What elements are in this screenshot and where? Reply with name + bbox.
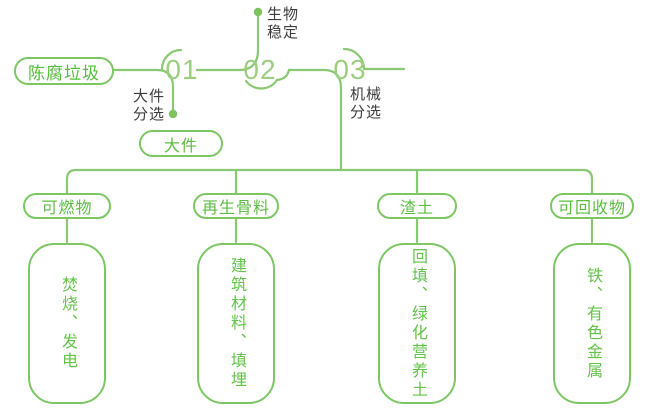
- category-pill-combustibles: 可燃物: [23, 193, 111, 219]
- dot-bulky: [168, 109, 178, 119]
- step-label-bio-stabilize: 生物 稳定: [267, 6, 300, 41]
- result-box-building-materials: 建筑材料、填埋: [197, 243, 275, 404]
- dot-bio: [253, 7, 263, 17]
- category-pill-slag-soil: 渣土: [377, 193, 457, 219]
- step-number-2: 02: [243, 54, 277, 85]
- flow-line-02-up: [237, 14, 260, 72]
- dot-group: [168, 7, 263, 119]
- flow-line-02-to-branch: [244, 68, 343, 172]
- flow-line-group: [65, 14, 594, 244]
- arc-over-01: [160, 48, 183, 71]
- branch-rail: [65, 168, 594, 196]
- category-pill-recycled-aggregate: 再生骨料: [193, 193, 279, 219]
- result-box-metals: 铁、有色金属: [553, 243, 631, 404]
- flow-line-03-out: [342, 47, 406, 71]
- output-node-bulky: 大件: [139, 130, 223, 157]
- step-number-1: 01: [165, 54, 199, 85]
- category-pill-recyclables: 可回收物: [550, 193, 634, 219]
- result-box-backfill: 回填、绿化营养土: [378, 243, 456, 404]
- step-label-mech-sorting: 机械 分选: [350, 86, 383, 121]
- step-label-bulky-sorting: 大件 分选: [133, 88, 166, 123]
- source-node: 陈腐垃圾: [14, 57, 114, 85]
- result-box-incineration: 焚烧、发电: [28, 243, 106, 404]
- flow-line-source-to-01: [111, 68, 175, 112]
- step-number-3: 03: [333, 54, 367, 85]
